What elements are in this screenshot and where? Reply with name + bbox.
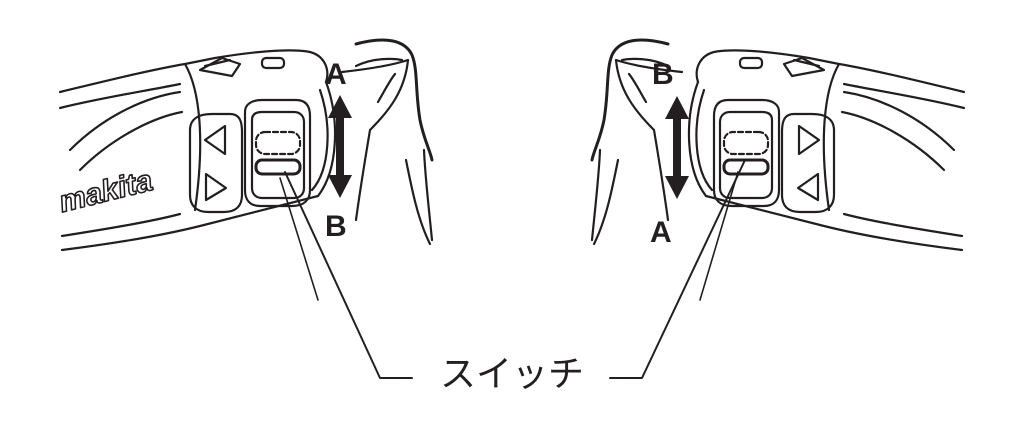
makita-logo: makita [56, 164, 156, 219]
switch-caption: スイッチ [439, 354, 584, 395]
position-label-a-left: A [325, 58, 347, 91]
right-tool [590, 38, 966, 379]
left-leader-line [284, 171, 413, 379]
position-label-b-left: B [325, 210, 347, 243]
right-leader-line [609, 159, 746, 379]
position-label-a-right: A [650, 216, 672, 249]
up-down-arrow-icon [665, 96, 689, 199]
up-down-arrow-icon [328, 95, 352, 198]
left-tool: makita [55, 38, 434, 379]
position-label-b-right: B [652, 58, 674, 91]
